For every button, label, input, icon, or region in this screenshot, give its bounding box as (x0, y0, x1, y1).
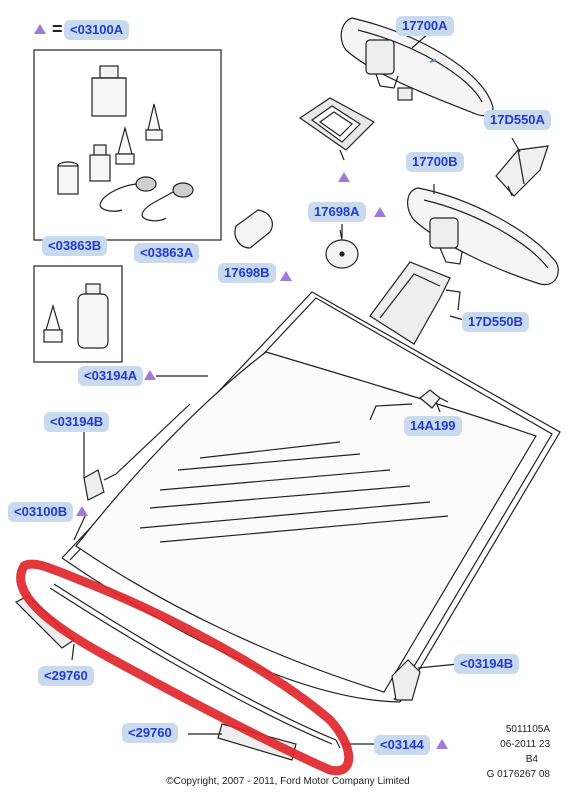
legend-triangle-icon (34, 24, 46, 34)
label-17700B[interactable]: 17700B (406, 152, 464, 172)
label-03144[interactable]: <03144 (374, 735, 430, 755)
label-17698B[interactable]: 17698B (218, 263, 276, 283)
label-03100B[interactable]: <03100B (8, 502, 74, 522)
triangle-icon-17698B (280, 271, 292, 281)
side-bracket-left (83, 403, 191, 501)
pad-17698B (234, 209, 273, 249)
copyright-notice: ©Copyright, 2007 - 2011, Ford Motor Comp… (166, 776, 410, 787)
legend-code-label[interactable]: <03100A (64, 20, 130, 40)
label-03194B-right[interactable]: <03194B (454, 654, 520, 674)
mirror-mount-bracket (298, 97, 375, 161)
lower-edge-strip (49, 583, 341, 749)
label-17D550B[interactable]: 17D550B (462, 312, 529, 332)
drawing-id: 5011105A (505, 724, 550, 735)
triangle-icon-17698A (374, 207, 386, 217)
label-03863B[interactable]: <03863B (42, 236, 108, 256)
label-03194B-left[interactable]: <03194B (44, 412, 110, 432)
label-17698A[interactable]: 17698A (308, 202, 366, 222)
primer-kit-box (33, 265, 123, 363)
triangle-icon-03194A (144, 370, 156, 380)
sensor-17D550A (495, 145, 549, 197)
label-14A199[interactable]: 14A199 (404, 416, 462, 436)
adhesive-kit-box (33, 49, 222, 241)
sensor-cover-17D550B (369, 261, 461, 345)
clip-14A199 (419, 389, 449, 409)
label-29760-bottom[interactable]: <29760 (122, 723, 178, 743)
label-29760-left[interactable]: <29760 (38, 666, 94, 686)
label-17D550A[interactable]: 17D550A (484, 110, 551, 130)
label-17700A[interactable]: 17700A (396, 16, 454, 36)
interior-mirror-a (340, 17, 494, 117)
triangle-icon-bracket (338, 172, 350, 182)
interior-mirror-b (407, 187, 559, 286)
cowl-seal-bottom (217, 723, 297, 761)
cowl-seal-left (14, 595, 75, 649)
highlight-ring (16, 559, 354, 776)
side-bracket-right (391, 659, 421, 701)
legend-equals: = (52, 19, 63, 39)
triangle-icon-03144 (436, 739, 448, 749)
label-03863A[interactable]: <03863A (134, 243, 200, 263)
label-03194A[interactable]: <03194A (78, 366, 144, 386)
drawing-sheet: B4 (525, 754, 538, 765)
drawing-ref: G 0176267 08 (486, 769, 550, 780)
disc-17698A (325, 229, 359, 269)
triangle-icon-03100B (76, 506, 88, 516)
drawing-date: 06-2011 23 (500, 739, 550, 750)
